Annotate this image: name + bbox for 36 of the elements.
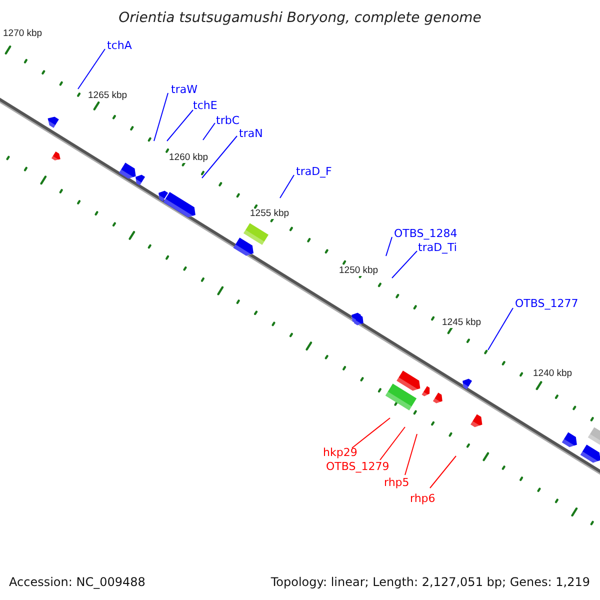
scale-label: 1245 kbp bbox=[442, 318, 482, 328]
gene-label: tchE bbox=[193, 100, 218, 111]
leader-line bbox=[280, 174, 294, 198]
leader-line bbox=[154, 92, 168, 142]
gene-label: rhp5 bbox=[384, 477, 410, 488]
scale-label: 1255 kbp bbox=[250, 209, 290, 218]
gene-label: rhp6 bbox=[410, 493, 436, 504]
gene-label: tchA bbox=[107, 40, 132, 51]
gene-label: hkp29 bbox=[323, 447, 358, 458]
leader-line bbox=[392, 250, 418, 278]
leader-line bbox=[386, 236, 392, 256]
leader-line bbox=[430, 456, 456, 488]
scale-label: 1265 kbp bbox=[88, 91, 128, 100]
scale-label: 1260 kbp bbox=[169, 153, 208, 162]
leader-line bbox=[352, 418, 390, 448]
genome-info-text: Topology: linear; Length: 2,127,051 bp; Genes: 1,219 bbox=[270, 576, 590, 588]
gene-label: traN bbox=[239, 128, 263, 139]
gene-label: OTBS_1284 bbox=[394, 228, 458, 239]
leader-line bbox=[380, 426, 406, 460]
leader-line bbox=[166, 110, 194, 142]
gene-label: OTBS_1277 bbox=[515, 298, 578, 309]
gene-label: traD_Ti bbox=[418, 242, 457, 253]
gene-label: traD_F bbox=[296, 166, 332, 177]
accession-text: Accession: NC_009488 bbox=[9, 576, 146, 588]
leader-line bbox=[488, 308, 514, 350]
scale-label: 1250 kbp bbox=[339, 266, 378, 276]
gene-label: traW bbox=[171, 84, 198, 95]
scale-label: 1240 kbp bbox=[533, 369, 572, 378]
gene-label: trbC bbox=[216, 115, 240, 126]
gene-label: OTBS_1279 bbox=[326, 461, 390, 472]
scale-label: 1270 kbp bbox=[3, 29, 42, 38]
title: Orientia tsutsugamushi Boryong, complete genome bbox=[118, 11, 482, 25]
leader-line bbox=[202, 136, 238, 178]
leader-line bbox=[202, 122, 216, 140]
leader-line bbox=[404, 434, 418, 476]
leader-line bbox=[78, 48, 106, 90]
